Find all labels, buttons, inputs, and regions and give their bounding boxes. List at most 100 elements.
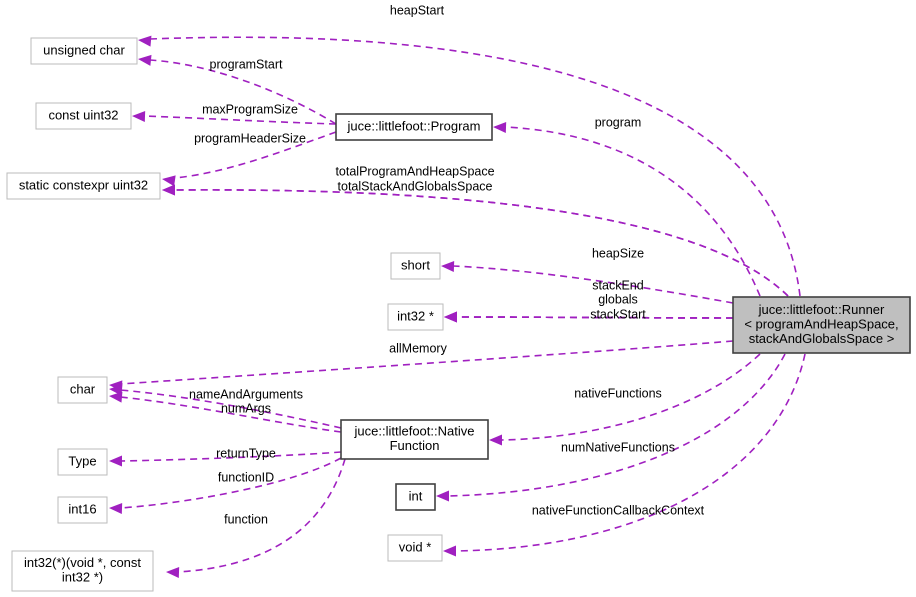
edge-function — [166, 458, 346, 578]
node-label-line: juce::littlefoot::Program — [347, 118, 481, 133]
arrowhead-icon — [443, 545, 456, 557]
node-box[interactable] — [340, 419, 489, 460]
edge-label-allMemory: allMemory — [389, 341, 447, 355]
node-box[interactable] — [11, 550, 154, 592]
edge-label-maxProgramSize: maxProgramSize — [202, 102, 298, 116]
edge-line — [177, 458, 346, 573]
arrowhead-icon — [109, 502, 123, 514]
edge-label-nativeFunctions: nativeFunctions — [574, 386, 662, 400]
node-int32-ptr[interactable]: int32 * — [387, 303, 444, 331]
node-label-line: stackAndGlobalsSpace > — [749, 331, 895, 346]
edge-label-function: function — [224, 512, 268, 526]
edge-line — [143, 115, 337, 125]
node-short[interactable]: short — [390, 252, 441, 280]
node-juce-littlefoot-runner[interactable]: juce::littlefoot::Runner< programAndHeap… — [732, 296, 911, 354]
node-label-line: Function — [390, 438, 440, 453]
arrowhead-icon — [162, 175, 176, 187]
node-label-line: < programAndHeapSpace, — [744, 316, 898, 331]
arrowhead-icon — [436, 490, 449, 502]
node-label-line: int32 * — [397, 308, 434, 323]
node-label-line: int16 — [68, 501, 96, 516]
node-box[interactable] — [35, 102, 132, 130]
edge-maxProgramSize — [132, 110, 337, 125]
edge-label-heapStart: heapStart — [390, 3, 445, 17]
edge-label-stackStart: stackStart — [590, 307, 646, 321]
node-box[interactable] — [387, 534, 443, 562]
arrowhead-icon — [109, 391, 123, 403]
edge-functionID — [109, 457, 342, 514]
node-juce-littlefoot-program[interactable]: juce::littlefoot::Program — [335, 113, 493, 141]
arrowhead-icon — [441, 260, 455, 272]
node-label-line: int32(*)(void *, const — [24, 555, 141, 570]
edge-label-numNativeFunctions: numNativeFunctions — [561, 440, 675, 454]
edge-label-programHeaderSize: programHeaderSize — [194, 131, 306, 145]
node-int16[interactable]: int16 — [57, 496, 108, 524]
node-box[interactable] — [57, 496, 108, 524]
node-label-line: int32 *) — [62, 570, 103, 585]
edge-line — [504, 126, 761, 297]
node-box[interactable] — [30, 37, 138, 65]
node-int[interactable]: int — [395, 483, 436, 511]
edge-label-stackEnd: stackEnd — [592, 278, 643, 292]
node-box[interactable] — [390, 252, 441, 280]
edge-program — [493, 121, 761, 297]
edge-line — [500, 353, 761, 441]
node-char[interactable]: char — [57, 376, 108, 404]
node-label-line: int — [409, 488, 423, 503]
edge-numNativeFunctions — [436, 353, 786, 502]
node-const-uint32[interactable]: const uint32 — [35, 102, 132, 130]
node-juce-littlefoot-nativefunction[interactable]: juce::littlefoot::NativeFunction — [340, 419, 489, 460]
edge-label-totalProgramAndHeapSpace: totalProgramAndHeapSpace — [335, 164, 494, 178]
edge-line — [149, 59, 337, 125]
edge-line — [119, 451, 342, 462]
node-box[interactable] — [387, 303, 444, 331]
arrowhead-icon — [109, 455, 122, 467]
node-box[interactable] — [395, 483, 436, 511]
edge-totalProgramAndHeapSpace — [162, 184, 789, 297]
node-box[interactable] — [732, 296, 911, 354]
node-box[interactable] — [57, 448, 108, 476]
node-box[interactable] — [57, 376, 108, 404]
node-box[interactable] — [335, 113, 493, 141]
node-label-line: void * — [399, 539, 432, 554]
node-label-line: juce::littlefoot::Native — [354, 424, 475, 439]
edge-heapStart — [138, 35, 801, 297]
node-void-ptr[interactable]: void * — [387, 534, 443, 562]
edge-label-program: program — [595, 115, 642, 129]
edge-stackStart — [444, 311, 734, 323]
edge-label-heapSize: heapSize — [592, 246, 644, 260]
edge-line — [119, 396, 342, 433]
arrowhead-icon — [444, 311, 457, 323]
node-label-line: char — [70, 381, 96, 396]
node-label-line: short — [401, 257, 430, 272]
arrowhead-icon — [162, 184, 175, 196]
nodes-layer: unsigned char const uint32 static constexp… — [6, 37, 911, 592]
edge-numArgs — [109, 391, 342, 433]
edge-line — [447, 353, 786, 497]
node-box[interactable] — [6, 172, 161, 200]
edge-label-programStart: programStart — [210, 57, 283, 71]
node-label-line: juce::littlefoot::Runner — [758, 302, 885, 317]
edge-labels-layer: heapStart programStart maxProgramSize progr… — [189, 3, 705, 526]
edge-heapSize — [441, 260, 734, 304]
arrowhead-icon — [138, 54, 152, 66]
edge-line — [119, 389, 342, 429]
node-type[interactable]: Type — [57, 448, 108, 476]
edge-line — [119, 457, 342, 509]
edge-label-functionID: functionID — [218, 470, 274, 484]
edge-nativeFunctions — [489, 353, 761, 446]
edge-label-totalStackAndGlobalsSpace: totalStackAndGlobalsSpace — [338, 179, 493, 193]
edge-programHeaderSize — [162, 131, 337, 187]
edge-label-nativeFunctionCallbackContext: nativeFunctionCallbackContext — [532, 503, 705, 517]
node-unsigned-char[interactable]: unsigned char — [30, 37, 138, 65]
node-static-constexpr-uint32[interactable]: static constexpr uint32 — [6, 172, 161, 200]
edge-line — [119, 340, 734, 385]
node-label-line: Type — [68, 453, 96, 468]
node-label-line: unsigned char — [43, 42, 125, 57]
edge-line — [174, 131, 337, 179]
edge-label-numArgs: numArgs — [221, 401, 271, 415]
edge-line — [174, 189, 789, 297]
